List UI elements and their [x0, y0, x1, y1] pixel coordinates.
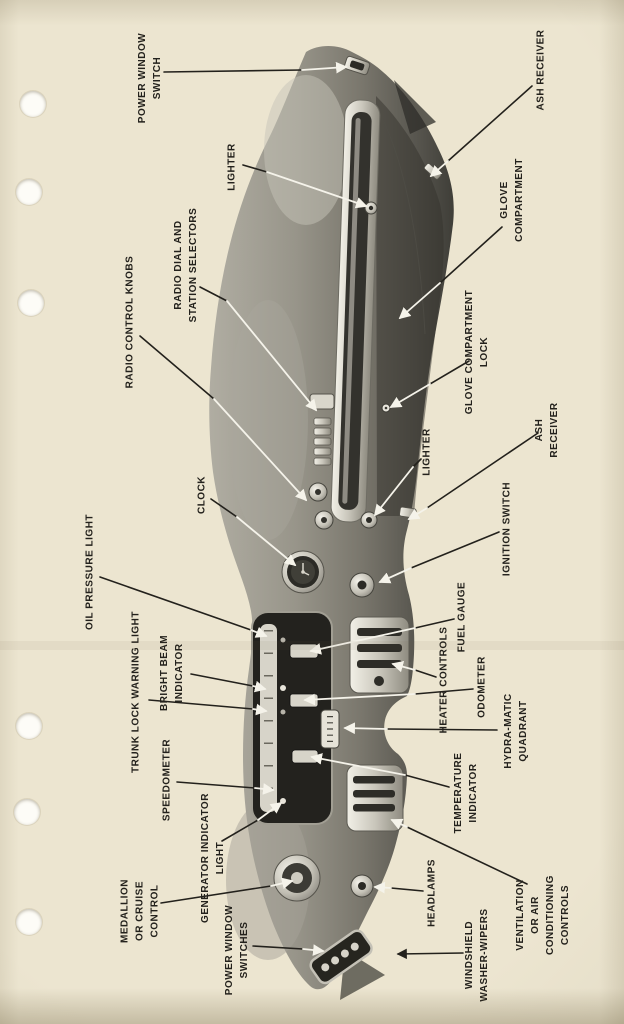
radio-knob-right-center	[321, 517, 327, 523]
label-glove-compartment-lock: GLOVE COMPARTMENT LOCK	[464, 289, 490, 415]
leader-medallion-cruise-control	[160, 877, 294, 904]
radio-pushbutton	[313, 427, 332, 436]
leader-speedometer	[176, 781, 275, 795]
leader-trunk-lock-warning-light	[148, 699, 268, 716]
leader-temperature-indicator	[310, 753, 450, 788]
leader-power-window-switch	[163, 61, 348, 74]
highlight-cowl	[226, 800, 310, 960]
leader-lines	[99, 61, 539, 960]
leader-lighter-upper	[242, 164, 368, 209]
leader-lighter-lower	[373, 458, 422, 517]
leader-fuel-gauge	[309, 618, 455, 655]
label-radio-control-knobs: RADIO CONTROL KNOBS	[124, 255, 136, 389]
label-ventilation-or-ac-controls: VENTILATION OR AIR CONDITIONING CONTROLS	[515, 875, 571, 955]
label-generator-indicator-light: GENERATOR INDICATOR LIGHT	[200, 793, 226, 923]
odometer-window	[289, 693, 319, 708]
leader-clock	[210, 498, 297, 567]
radio-knob-left-center	[315, 489, 321, 495]
hydra-matic-quadrant-window	[320, 709, 340, 749]
label-ash-receiver-upper: ASH RECEIVER	[535, 29, 547, 111]
label-ash-receiver-lower: ASH RECEIVER	[534, 402, 560, 458]
binder-hole	[20, 91, 46, 117]
label-ignition-switch: IGNITION SWITCH	[501, 481, 513, 577]
leader-radio-dial	[199, 286, 318, 412]
dashboard-photo	[209, 46, 454, 1000]
lighter-upper-center	[368, 205, 374, 211]
ignition-switch-control	[349, 572, 375, 598]
headlamp-knob	[350, 874, 374, 898]
lighter-lower-center	[366, 517, 372, 523]
label-power-window-switch: POWER WINDOW SWITCH	[137, 32, 163, 124]
leader-headlamps	[373, 881, 424, 894]
highlight-top	[264, 75, 348, 225]
radio-controls	[308, 393, 335, 530]
label-headlamps: HEADLAMPS	[426, 859, 438, 927]
leader-heater-controls	[391, 660, 437, 678]
binder-hole	[18, 290, 44, 316]
leader-glove-compartment-lock	[389, 360, 470, 408]
binder-hole	[14, 799, 40, 825]
label-hydra-matic-quadrant: HYDRA-MATIC QUADRANT	[503, 693, 529, 769]
label-odometer: ODOMETER	[476, 656, 488, 718]
binder-hole	[16, 909, 42, 935]
label-heater-controls: HEATER CONTROLS	[438, 626, 450, 734]
label-temperature-indicator: TEMPERATURE INDICATOR	[453, 752, 479, 834]
glove-lock-keyhole	[384, 406, 388, 410]
leader-oil-pressure-light	[99, 576, 268, 638]
leader-hydra-matic-quadrant	[343, 722, 498, 735]
leader-ignition-switch	[378, 531, 500, 584]
instrument-cluster	[251, 611, 333, 825]
leader-windshield-washer-wipers	[396, 948, 464, 960]
radio-pushbutton	[313, 457, 332, 466]
label-oil-pressure-light: OIL PRESSURE LIGHT	[84, 513, 96, 631]
leader-ventilation-controls	[390, 818, 528, 885]
label-radio-dial-station-selectors: RADIO DIAL AND STATION SELECTORS	[173, 207, 199, 323]
power-window-switch-panel	[309, 929, 373, 985]
leader-ash-receiver-upper	[429, 85, 533, 178]
label-windshield-washer-wipers: WINDSHIELD WASHER-WIPERS	[464, 908, 490, 1002]
glove-door-seam	[381, 117, 426, 335]
binder-hole	[16, 713, 42, 739]
radio-pushbutton	[313, 447, 332, 456]
oil-pressure-lamp	[280, 637, 286, 643]
power-window-switch-control	[344, 55, 371, 76]
label-fuel-gauge: FUEL GAUGE	[456, 581, 468, 653]
medallion-control	[273, 854, 321, 902]
binder-hole	[16, 179, 42, 205]
leader-glove-compartment	[398, 226, 503, 320]
label-speedometer: SPEEDOMETER	[161, 738, 173, 822]
label-clock: CLOCK	[196, 475, 208, 515]
leader-bright-beam-indicator	[190, 673, 267, 693]
label-bright-beam-indicator: BRIGHT BEAM INDICATOR	[159, 634, 185, 712]
label-glove-compartment: GLOVE COMPARTMENT	[499, 158, 525, 242]
highlight-mid	[228, 300, 308, 540]
upper-dark-panel	[376, 96, 444, 516]
label-medallion-or-cruise-control: MEDALLION OR CRUISE CONTROL	[119, 879, 161, 943]
leader-radio-control-knobs	[139, 335, 308, 502]
label-trunk-lock-warning-light: TRUNK LOCK WARNING LIGHT	[130, 611, 142, 773]
leader-power-window-switches	[252, 944, 325, 956]
label-lighter-upper: LIGHTER	[226, 143, 238, 191]
trunk-lock-lamp	[280, 709, 286, 715]
a-pillar-shadow	[394, 80, 436, 134]
heater-controls-panel	[349, 616, 410, 694]
leader-generator-indicator-light	[221, 801, 283, 842]
ventilation-controls-panel	[346, 764, 404, 832]
label-power-window-switches: POWER WINDOW SWITCHES	[224, 904, 250, 996]
clock-face	[281, 550, 325, 594]
speedometer-strip	[260, 624, 277, 812]
leader-odometer	[303, 688, 474, 706]
bright-beam-lamp	[280, 685, 286, 691]
leader-ash-receiver-lower	[407, 432, 539, 520]
label-lighter-lower: LIGHTER	[421, 428, 433, 476]
radio-pushbutton	[313, 437, 332, 446]
radio-pushbutton	[313, 417, 332, 426]
